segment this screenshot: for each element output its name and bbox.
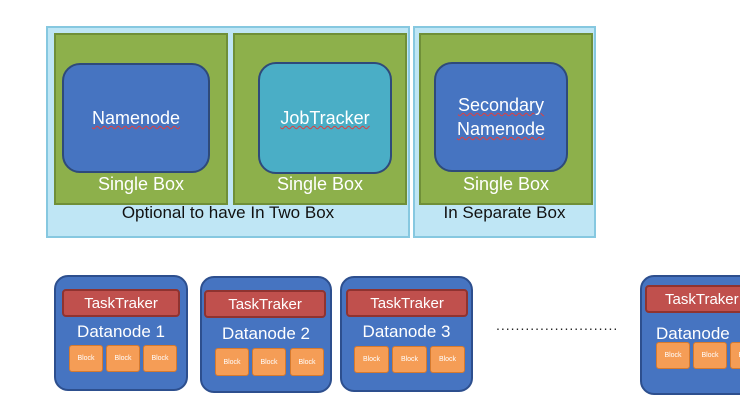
- datanode-1-label: Datanode 1: [77, 322, 165, 341]
- jobtracker-label: JobTracker: [280, 108, 370, 128]
- datanode-1-tasktracker: TaskTraker: [62, 289, 180, 317]
- secondary-group-caption: In Separate Box: [443, 203, 566, 222]
- datanode-2-tasktracker: TaskTraker: [204, 290, 326, 318]
- secondary-namenode-box: Secondary Namenode: [434, 62, 568, 172]
- more-datanodes-ellipsis: ............................: [496, 317, 618, 333]
- secondary-namenode-label-line2: Namenode: [456, 119, 546, 139]
- secondary-namenode-label-line1: Secondary: [457, 95, 545, 115]
- datanode-1-block-1: Block: [69, 345, 103, 372]
- datanode-2-block-2: Block: [252, 348, 286, 376]
- datanode-n-tasktracker: TaskTraker: [645, 285, 740, 313]
- jobtracker-box: JobTracker: [258, 62, 392, 174]
- namenode-label: Namenode: [91, 108, 181, 128]
- datanode-2-block-3: Block: [290, 348, 324, 376]
- jobtracker-box-caption: Single Box: [276, 174, 364, 194]
- datanode-n-block-3: Block: [730, 342, 740, 369]
- datanode-3-block-3: Block: [430, 346, 465, 373]
- master-group-caption: Optional to have In Two Box: [121, 203, 335, 222]
- datanode-n-block-1: Block: [656, 342, 690, 369]
- datanode-3-tasktracker: TaskTraker: [346, 289, 468, 317]
- datanode-2-block-1: Block: [215, 348, 249, 376]
- datanode-3-label: Datanode 3: [362, 322, 451, 341]
- datanode-1-block-2: Block: [106, 345, 140, 372]
- datanode-n-block-2: Block: [693, 342, 727, 369]
- namenode-box: Namenode: [62, 63, 210, 173]
- datanode-1-block-3: Block: [143, 345, 177, 372]
- datanode-2-label: Datanode 2: [222, 324, 310, 343]
- datanode-n-label: Datanode: [656, 324, 730, 343]
- namenode-box-caption: Single Box: [97, 174, 185, 194]
- datanode-3-block-1: Block: [354, 346, 389, 373]
- secondary-namenode-box-caption: Single Box: [462, 174, 550, 194]
- datanode-3-block-2: Block: [392, 346, 427, 373]
